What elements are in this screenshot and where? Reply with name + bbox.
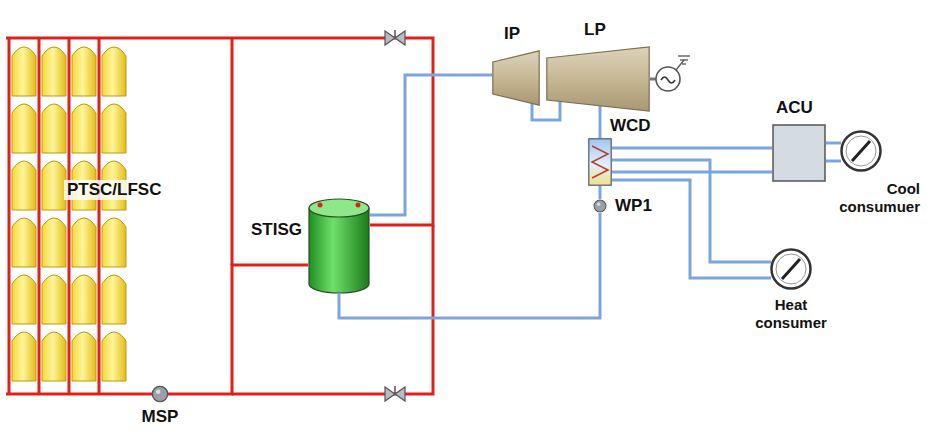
water-steam-pipe [599, 106, 602, 138]
consumer-gauge: Heat consumer [770, 248, 812, 290]
water-steam-pipe [339, 213, 600, 318]
pump: WP1 [593, 199, 607, 213]
water-steam-pipe [612, 147, 772, 150]
three-way-valve [385, 30, 405, 45]
component-label: Cool consumuer [834, 180, 920, 216]
pump-symbol [151, 385, 169, 403]
chiller-box: ACU [772, 124, 826, 182]
component-label: WP1 [615, 196, 652, 216]
component-label: STISG [242, 220, 302, 240]
water-steam-pipe [612, 180, 771, 278]
turbine: LP [546, 46, 650, 112]
bypass-pipe [231, 38, 234, 265]
component-label: WCD [610, 116, 651, 136]
consumer-gauge: Cool consumuer [840, 130, 882, 172]
water-steam-pipe [826, 160, 841, 163]
component-label: ACU [776, 98, 813, 118]
molten-salt-pipe [151, 265, 308, 394]
component-label: IP [504, 24, 520, 44]
molten-salt-pipe [130, 38, 433, 225]
pump-symbol [593, 199, 607, 213]
component-label: Heat consumer [748, 296, 834, 332]
turbine-art [546, 46, 650, 112]
heat-exchanger-art [588, 138, 612, 186]
component-label: PTSC/LFSC [64, 180, 164, 200]
heat-exchanger: WCD [588, 138, 612, 186]
storage-tank: STISG [308, 198, 370, 294]
collector-field-art [6, 32, 130, 397]
storage-tank-art [308, 198, 370, 294]
pump: MSP [151, 385, 169, 403]
generator-symbol [650, 56, 690, 91]
consumer-symbol [770, 248, 812, 290]
component-label: MSP [137, 407, 183, 427]
water-steam-pipe [599, 186, 602, 199]
turbine-art [492, 50, 540, 106]
consumer-symbol [840, 130, 882, 172]
water-steam-pipe [370, 75, 492, 215]
chiller-box-art [772, 124, 826, 182]
water-steam-pipe [612, 171, 772, 174]
water-steam-pipe [826, 142, 841, 145]
turbine: IP [492, 50, 540, 106]
component-label: LP [584, 20, 606, 40]
collector-field: PTSC/LFSC [6, 32, 130, 397]
molten-salt-pipe [130, 393, 151, 396]
three-way-valve [385, 386, 405, 401]
